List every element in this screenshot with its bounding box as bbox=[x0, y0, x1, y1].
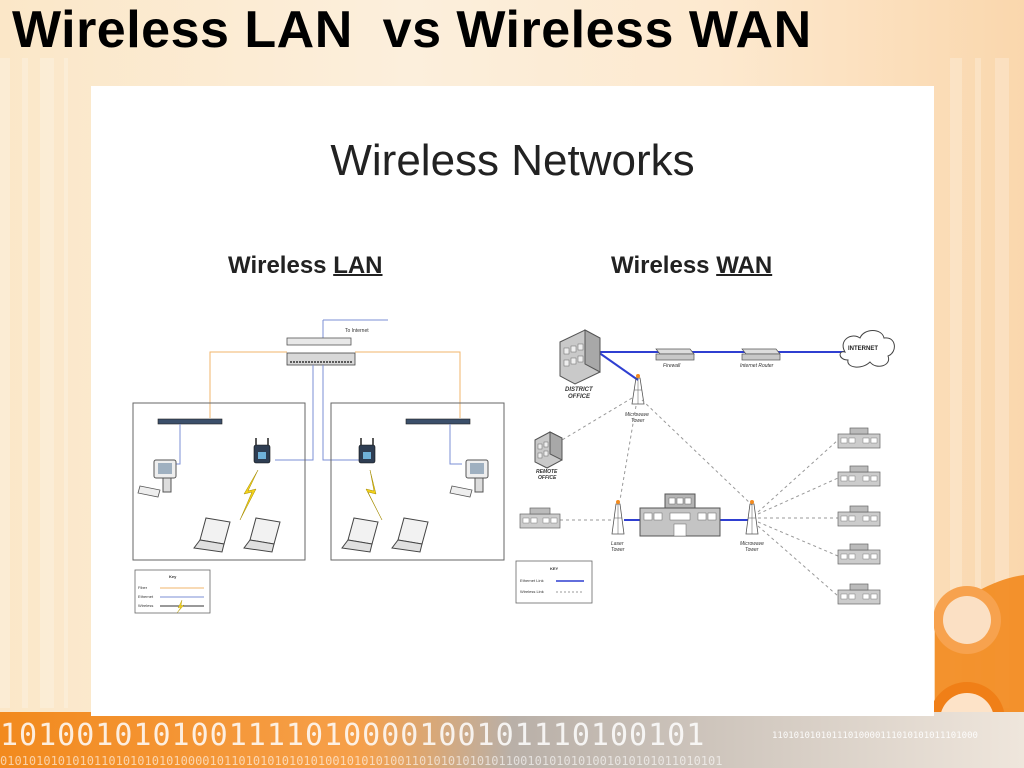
internet-label: INTERNET bbox=[848, 346, 878, 352]
to-internet-label: To Internet bbox=[345, 328, 369, 334]
internet-router-icon bbox=[741, 348, 781, 361]
microwave-tower-bottom-icon bbox=[745, 500, 759, 535]
internet-router-label: Internet Router bbox=[740, 363, 774, 369]
laptop-icon bbox=[391, 517, 429, 553]
district-office-label-1: DISTRICT bbox=[565, 387, 594, 393]
remote-office-label-1: REMOTE bbox=[536, 469, 558, 475]
laptop-icon bbox=[193, 517, 231, 553]
wan-key-box bbox=[515, 560, 593, 604]
remote-office-label-2: OFFICE bbox=[538, 475, 557, 481]
ethernet-link-ap-right bbox=[322, 365, 360, 461]
laser-tower-label-2: Tower bbox=[611, 547, 625, 553]
laser-tower-icon bbox=[611, 500, 625, 535]
slide-title: Wireless LAN vs Wireless WAN bbox=[12, 1, 812, 59]
branch-building-icon bbox=[837, 465, 881, 487]
background-stripes bbox=[0, 58, 1009, 708]
remote-office-icon bbox=[534, 431, 563, 469]
diagram-panel bbox=[91, 86, 934, 716]
microwave-tower-bottom-label-2: Tower bbox=[745, 547, 759, 553]
internet-cloud-icon bbox=[839, 330, 895, 368]
lan-heading-prefix: Wireless bbox=[228, 252, 334, 279]
firewall-icon bbox=[655, 348, 695, 361]
wan-key-wireless-label: Wireless Link bbox=[520, 589, 544, 594]
lan-building-right bbox=[330, 402, 505, 561]
fiber-link-left bbox=[209, 351, 287, 418]
laptop-icon bbox=[341, 517, 379, 553]
lan-key-ethernet-label: Ethernet bbox=[138, 594, 154, 599]
laptop-icon bbox=[243, 517, 281, 553]
wan-heading-underlined: WAN bbox=[716, 252, 773, 279]
microwave-tower-bottom-label-1: Microwave bbox=[740, 541, 764, 547]
edge-switch-right bbox=[405, 418, 471, 425]
wan-heading: Wireless WAN bbox=[611, 252, 772, 280]
lan-key-wireless-label: Wireless bbox=[138, 603, 153, 608]
panel-title: Wireless Networks bbox=[330, 136, 695, 185]
microwave-tower-top-icon bbox=[631, 374, 645, 405]
lan-heading: Wireless LAN bbox=[228, 252, 383, 280]
lan-key-fiber-label: Fiber bbox=[138, 585, 148, 590]
desktop-left-icon bbox=[137, 459, 177, 498]
access-point-left bbox=[253, 438, 271, 464]
footer-binary-small: 11010101010111010000111010101011101000 bbox=[772, 731, 978, 741]
microwave-tower-top-label-1: Microwave bbox=[625, 412, 649, 418]
lan-heading-underlined: LAN bbox=[333, 252, 383, 279]
district-office-icon bbox=[559, 329, 601, 385]
wan-key-ethernet-label: Ethernet Link bbox=[520, 578, 544, 583]
wireless-bolt-left-icon bbox=[239, 469, 259, 521]
access-point-right bbox=[358, 438, 376, 464]
footer-bar bbox=[0, 712, 1024, 768]
branch-building-icon bbox=[837, 543, 881, 565]
footer-binary-row2: 0101010101010110101010101000010110101010… bbox=[0, 754, 723, 768]
core-switch-top bbox=[286, 337, 352, 346]
microwave-tower-top-label-2: Tower bbox=[631, 418, 645, 424]
laser-tower-label-1: Laser bbox=[611, 541, 624, 547]
footer-binary-text: 1010010101001111010000100101110100101 bbox=[0, 718, 706, 753]
building-small-left-icon bbox=[519, 507, 561, 529]
firewall-label: Firewall bbox=[663, 363, 681, 369]
district-office-label-2: OFFICE bbox=[568, 394, 591, 400]
wan-key-title: KEY bbox=[550, 566, 559, 571]
wan-wireless-links bbox=[560, 397, 839, 597]
lan-building-left bbox=[132, 402, 306, 561]
wireless-bolt-right-icon bbox=[365, 469, 383, 521]
fiber-link-right bbox=[355, 351, 461, 418]
edge-switch-left bbox=[157, 418, 223, 425]
desktop-right-icon bbox=[449, 459, 489, 498]
branch-building-icon bbox=[837, 427, 881, 449]
ethernet-link-ap-left bbox=[275, 365, 314, 461]
main-building-icon bbox=[639, 493, 721, 537]
branch-building-icon bbox=[837, 505, 881, 527]
branch-building-icon bbox=[837, 583, 881, 605]
wan-heading-prefix: Wireless bbox=[611, 252, 717, 279]
lan-key-title: Key bbox=[169, 574, 177, 579]
wan-ethernet-link-tower bbox=[597, 351, 639, 381]
